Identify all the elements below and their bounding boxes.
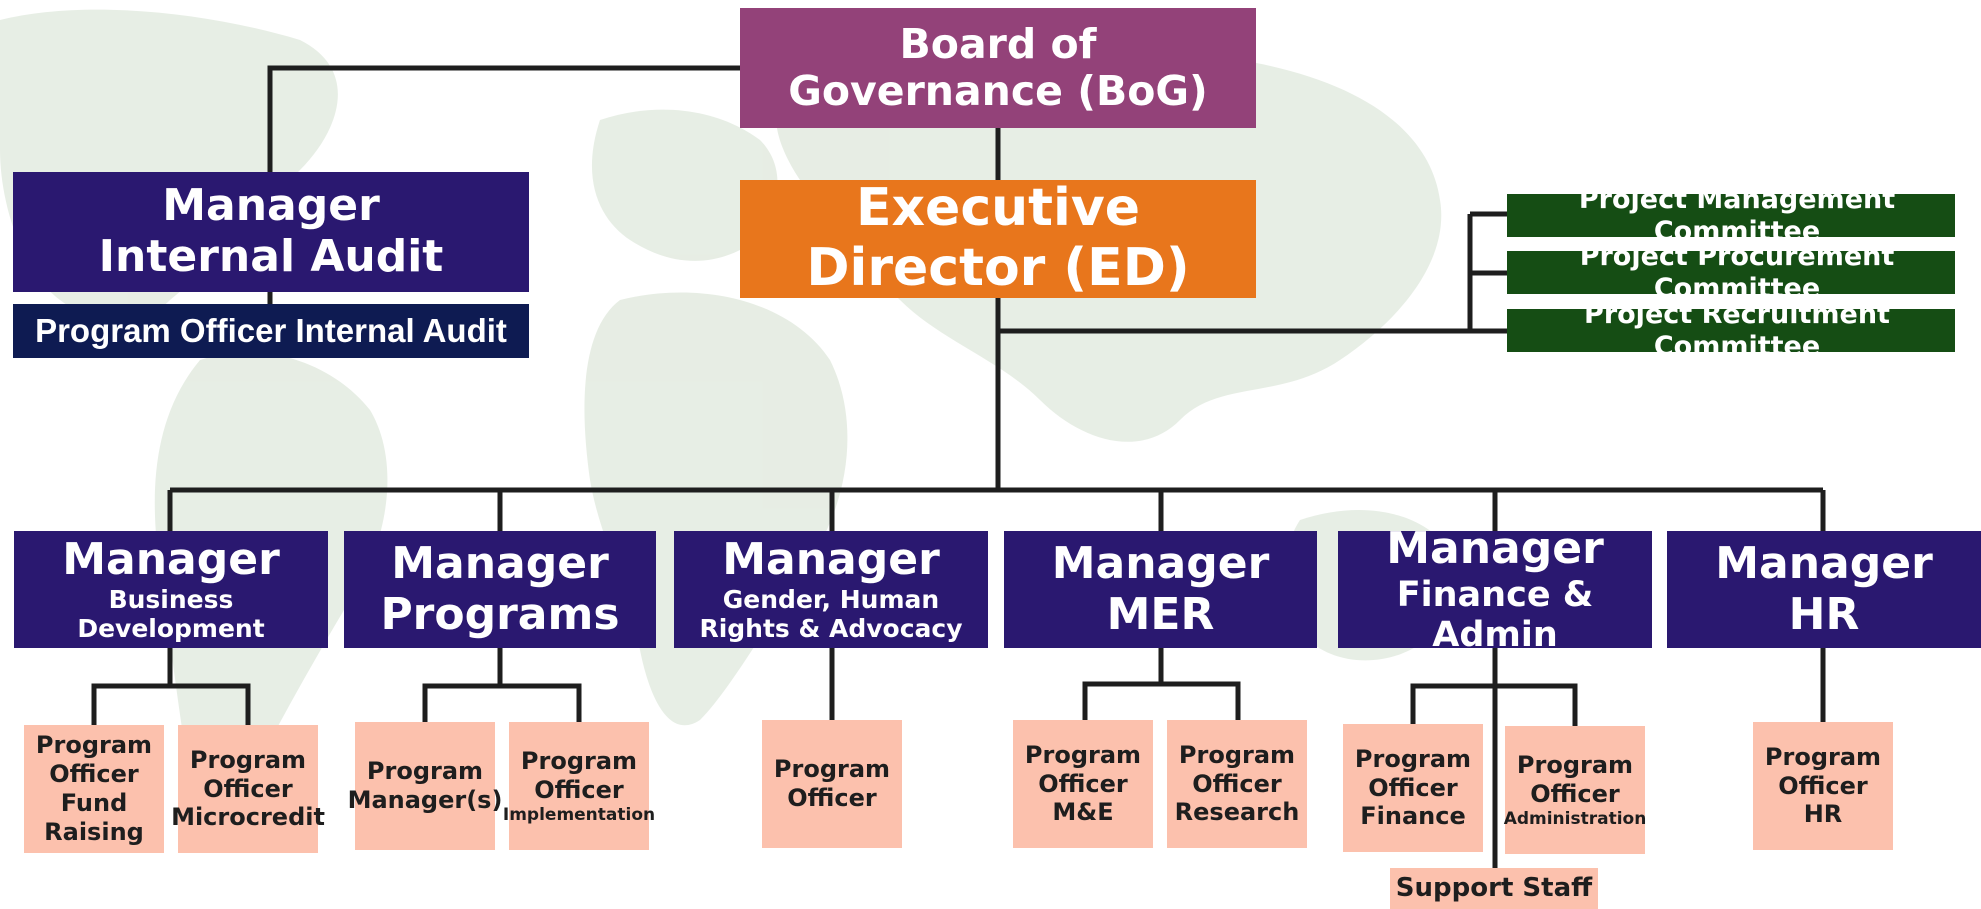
manager-subtitle: Programs	[380, 588, 620, 640]
officer-line: Officer	[1530, 779, 1620, 808]
project-management-committee-box: Project Management Committee	[1507, 184, 1955, 247]
internal-audit-subtitle: Internal Audit	[98, 231, 444, 282]
officer-line: Raising	[44, 817, 144, 846]
officer-line: Microcredit	[171, 803, 325, 832]
officer-line: Program	[773, 755, 891, 784]
manager-title: Manager	[62, 534, 280, 586]
board-title-line2: Governance (BoG)	[788, 67, 1208, 115]
program-officer-research-box: Program Officer Research	[1167, 720, 1307, 848]
officer-line: Program	[1178, 740, 1296, 769]
committee-label: Project Procurement Committee	[1579, 241, 1895, 304]
manager-subtitle: Finance & Admin	[1396, 574, 1594, 655]
officer-line: Officer	[1368, 773, 1458, 802]
manager-title: Manager	[722, 534, 940, 586]
officer-line: Officer	[49, 760, 139, 789]
officer-line: Officer	[1192, 769, 1282, 798]
officer-line: Program	[1024, 740, 1142, 769]
program-officer-hr-box: Program Officer HR	[1753, 722, 1893, 850]
program-officer-microcredit-box: Program Officer Microcredit	[171, 725, 325, 853]
officer-line: Program	[1354, 744, 1472, 773]
officer-line: Manager(s)	[347, 786, 503, 814]
board-title-line1: Board of	[899, 19, 1097, 68]
committee-label: Project Recruitment Committee	[1584, 299, 1890, 362]
officer-line: Officer	[1778, 771, 1868, 800]
officer-line: Program	[189, 745, 307, 774]
board-of-governance-box: Board of Governance (BoG)	[740, 8, 1256, 128]
support-staff-box: Support Staff	[1390, 868, 1598, 909]
internal-audit-title: Manager	[162, 180, 380, 232]
officer-line: M&E	[1052, 798, 1114, 827]
manager-gender-box: Manager Gender, Human Rights & Advocacy	[674, 531, 988, 648]
officer-line: Finance	[1360, 802, 1466, 831]
manager-subtitle: Business Development	[77, 585, 265, 643]
manager-subtitle-line1: Gender, Human	[722, 585, 940, 615]
officer-line: Research	[1174, 798, 1300, 827]
officer-small-line: Administration	[1503, 808, 1647, 829]
executive-director-box: Executive Director (ED)	[740, 178, 1256, 298]
program-officer-internal-audit-label: Program Officer Internal Audit	[35, 312, 507, 350]
officer-line: Officer	[787, 784, 877, 812]
manager-title: Manager	[1386, 522, 1604, 574]
officer-line: Fund	[60, 789, 128, 817]
manager-hr-box: Manager HR	[1667, 531, 1981, 648]
program-officer-internal-audit-box: Program Officer Internal Audit	[13, 304, 529, 358]
program-officer-finance-box: Program Officer Finance	[1343, 724, 1483, 852]
manager-title: Manager	[391, 537, 609, 589]
manager-subtitle: MER	[1106, 588, 1215, 640]
manager-subtitle-line2: Rights & Advocacy	[699, 613, 963, 643]
officer-small-line: Implementation	[502, 804, 656, 825]
officer-line: Program	[35, 731, 153, 760]
officer-line: Program	[1516, 751, 1634, 779]
program-officer-fund-raising-box: Program Officer Fund Raising	[24, 725, 164, 853]
project-recruitment-committee-box: Project Recruitment Committee	[1507, 299, 1955, 362]
manager-finance-admin-box: Manager Finance & Admin	[1338, 523, 1652, 655]
officer-line: Officer	[203, 774, 293, 803]
executive-director-label: Executive Director (ED)	[806, 178, 1190, 298]
officer-line: Officer	[1038, 769, 1128, 798]
project-procurement-committee-box: Project Procurement Committee	[1507, 241, 1955, 304]
manager-title: Manager	[1051, 537, 1270, 589]
support-staff-label: Support Staff	[1395, 872, 1593, 903]
program-officer-gender-box: Program Officer	[762, 720, 902, 848]
manager-business-development-box: Manager Business Development	[14, 531, 328, 648]
program-officer-administration-box: Program Officer Administration	[1503, 726, 1647, 854]
manager-subtitle: HR	[1788, 588, 1860, 640]
officer-line: Officer	[534, 775, 624, 804]
manager-title: Manager	[1715, 537, 1933, 589]
officer-line: HR	[1803, 800, 1843, 829]
officer-line: Program	[366, 757, 484, 786]
program-officer-implementation-box: Program Officer Implementation	[503, 722, 655, 850]
officer-line: Program	[1764, 742, 1882, 771]
manager-mer-box: Manager MER	[1004, 531, 1317, 648]
program-officer-me-box: Program Officer M&E	[1013, 720, 1153, 848]
manager-internal-audit-box: Manager Internal Audit	[13, 172, 529, 292]
officer-line: Program	[520, 747, 638, 775]
manager-programs-box: Manager Programs	[344, 531, 656, 648]
committee-label: Project Management Committee	[1578, 184, 1896, 247]
program-managers-box: Program Manager(s)	[348, 722, 502, 850]
